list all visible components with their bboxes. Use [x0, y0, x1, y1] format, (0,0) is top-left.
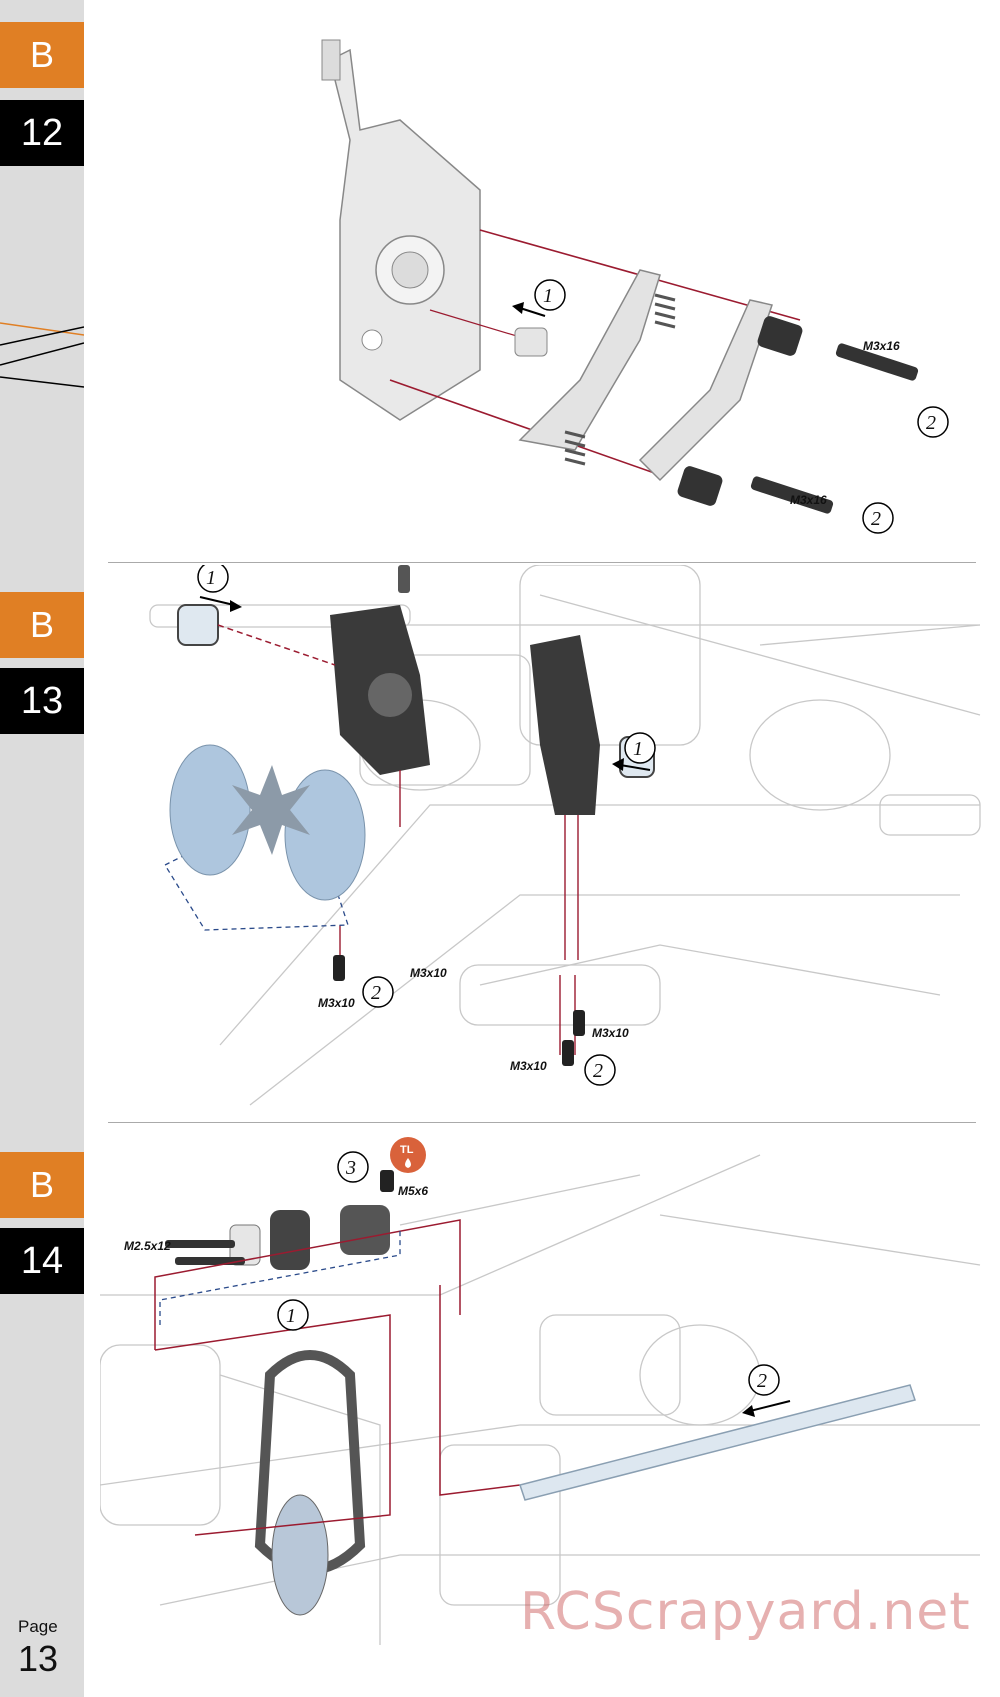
step-14-illustration: TL M5x6 3 M2.5x12 1 2	[100, 1125, 990, 1697]
step-12-screw-label-2: M3x16	[790, 493, 827, 507]
step-14-screw-label-m2-5x12: M2.5x12	[124, 1239, 171, 1253]
threadlock-icon: TL	[400, 1144, 414, 1156]
step-12-callout-2a: 2	[926, 412, 936, 434]
step-12-number: 12	[0, 100, 84, 166]
step-13-callout-1a: 1	[206, 567, 216, 589]
step-14-callout-3: 3	[345, 1157, 356, 1179]
step-13-number: 13	[0, 668, 84, 734]
divider-1	[108, 562, 976, 563]
step-14-number: 14	[0, 1228, 84, 1294]
side-decor-lines	[0, 322, 84, 388]
step-13-screw-label-2: M3x10	[318, 996, 355, 1010]
step-14-callout-2: 2	[757, 1370, 767, 1392]
step-13-screw-label-3: M3x10	[592, 1026, 629, 1040]
side-strip	[0, 0, 84, 1697]
page-label: Page	[18, 1617, 58, 1636]
step-13-screw-label-4: M3x10	[510, 1059, 547, 1073]
step-13-screw-label-1: M3x10	[410, 966, 447, 980]
step-14-section-letter: B	[0, 1152, 84, 1218]
step-13-callout-2b: 2	[593, 1060, 603, 1082]
step-12-callout-2b: 2	[871, 508, 881, 530]
page-number: 13	[18, 1638, 59, 1679]
step-14-screw-label-m5x6: M5x6	[398, 1184, 428, 1198]
step-12-callout-1: 1	[543, 285, 553, 307]
step-13-callout-2a: 2	[371, 982, 381, 1004]
step-13-illustration: 1 1 M3x10 M3x10 2 M3x10 M3x10 2	[100, 565, 990, 1120]
step-13-section-letter: B	[0, 592, 84, 658]
watermark: RCScrapyard.net	[520, 1582, 971, 1642]
step-12-section-letter: B	[0, 22, 84, 88]
divider-2	[108, 1122, 976, 1123]
step-14-callout-1: 1	[286, 1305, 296, 1327]
step-12-illustration: 1 M3x16 2 M3x16 2	[100, 20, 990, 560]
step-12-screw-label-1: M3x16	[863, 339, 900, 353]
step-13-callout-1b: 1	[633, 738, 643, 760]
